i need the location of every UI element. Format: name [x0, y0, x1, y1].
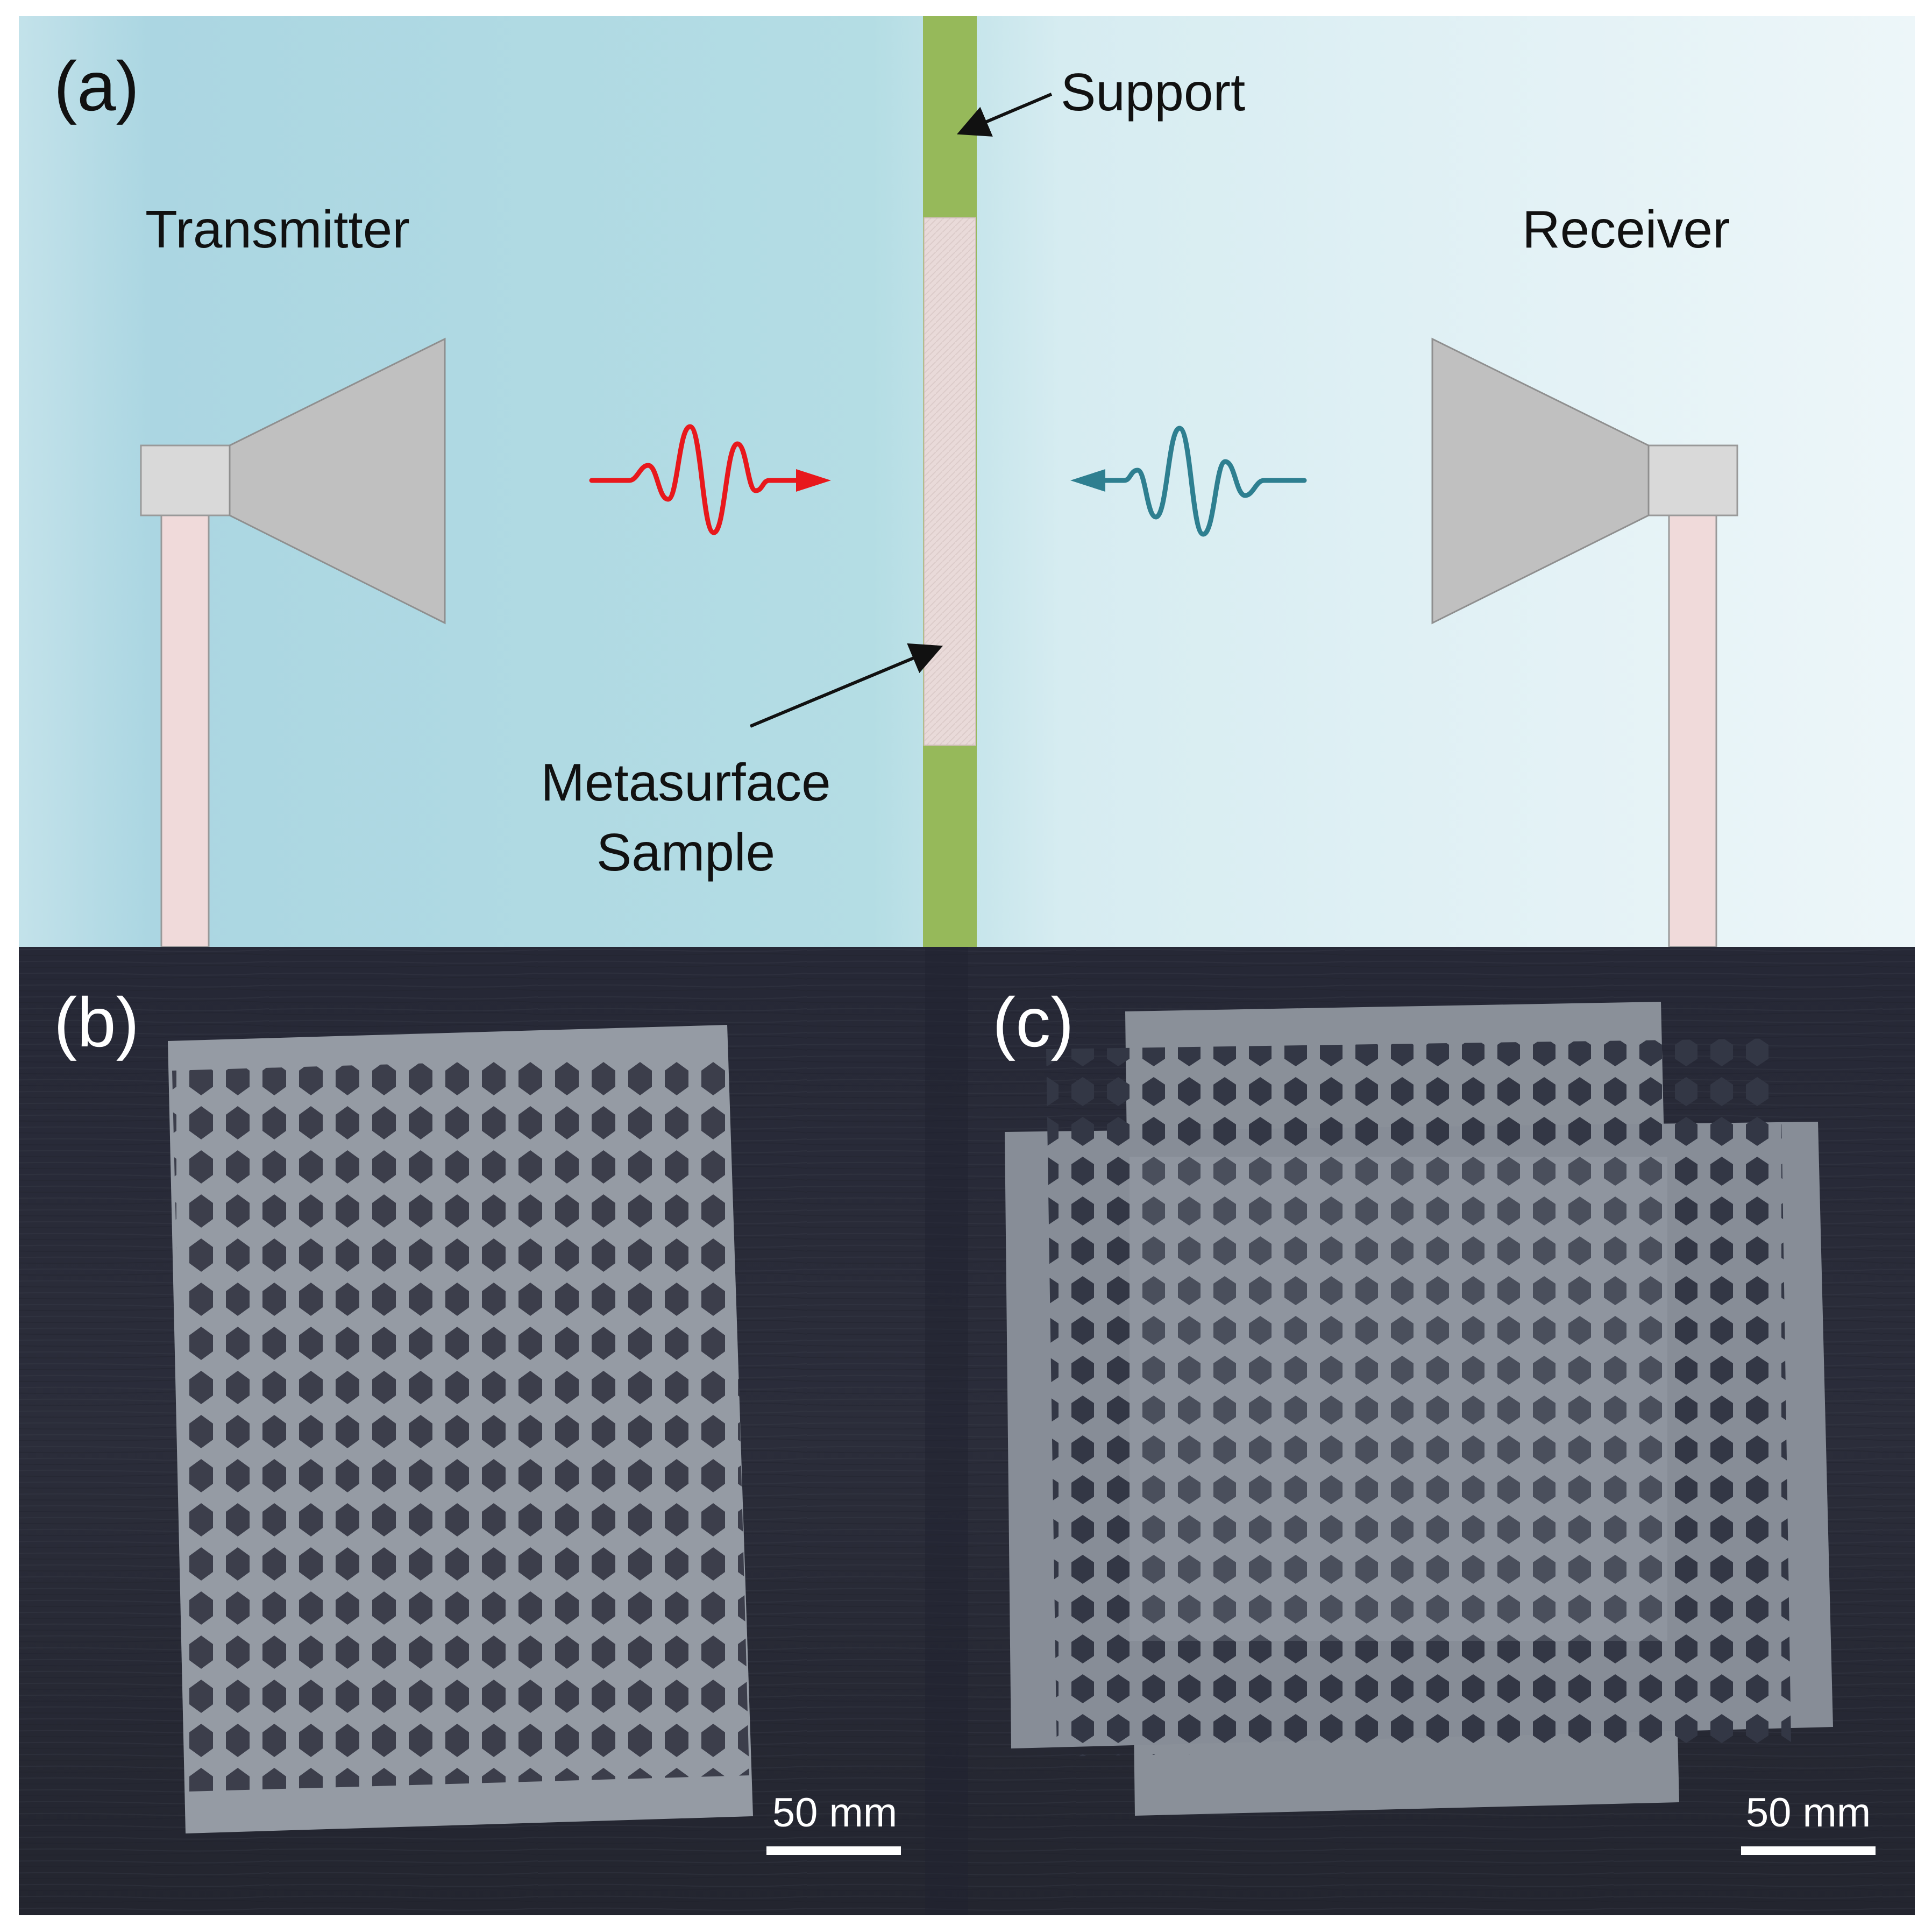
photo-panels: (b) (c) 50 mm 50 mm — [19, 947, 1915, 1915]
panel-b-cutouts — [172, 1054, 749, 1792]
receiver-feed — [1647, 444, 1738, 516]
panel-a-label: (a) — [54, 47, 139, 125]
transmitter-horn — [229, 337, 446, 625]
receiver-horn — [1431, 337, 1650, 625]
incident-arrowhead — [796, 469, 831, 492]
reflected-wave — [1070, 426, 1307, 537]
transmitter-label: Transmitter — [145, 200, 410, 259]
sample-label-line1: Metasurface — [541, 753, 830, 812]
panel-c-scale-bar — [1741, 1846, 1876, 1855]
receiver — [1431, 337, 1738, 948]
panel-c-label: (c) — [992, 983, 1074, 1061]
support-label: Support — [1061, 62, 1245, 122]
photo-divider-shade — [925, 947, 968, 1915]
support-pointer — [956, 93, 1053, 137]
transmitter-stand — [160, 510, 210, 948]
panel-b-scale-bar — [766, 1846, 901, 1855]
sample-pointer — [749, 643, 943, 728]
receiver-stand — [1668, 510, 1717, 948]
incident-wave-path — [589, 424, 801, 535]
incident-wave — [589, 424, 831, 535]
panel-b-scale-label: 50 mm — [772, 1790, 897, 1836]
panel-c-sample — [1005, 1002, 1833, 1816]
transmitter-feed — [140, 444, 231, 516]
panel-c-center-haze — [1130, 1157, 1667, 1641]
reflected-arrowhead — [1070, 469, 1105, 492]
panel-b-film-sheen — [168, 1025, 753, 1833]
metasurface-sample — [924, 217, 976, 746]
receiver-label: Receiver — [1522, 200, 1730, 259]
reflected-wave-path — [1100, 426, 1307, 537]
sample-label-line2: Sample — [596, 823, 775, 882]
transmitter — [140, 337, 446, 948]
panel-b-sample — [168, 1025, 753, 1833]
panel-c-scale-label: 50 mm — [1746, 1790, 1871, 1836]
panel-a: (a) Transmitter Receiver Support Metasur… — [19, 16, 1915, 948]
panel-b-label: (b) — [54, 983, 139, 1061]
panel-c-cutouts — [1046, 1038, 1791, 1757]
